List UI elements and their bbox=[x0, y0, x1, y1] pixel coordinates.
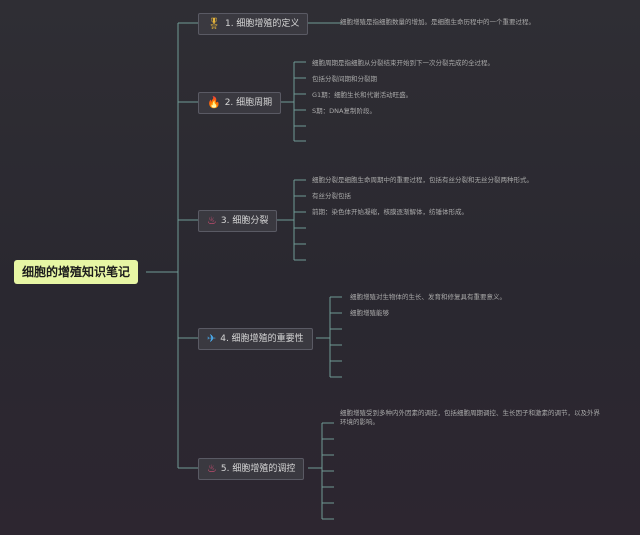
swirl-icon: ♨ bbox=[207, 462, 217, 475]
leaf-text[interactable]: G1期：细胞生长和代谢活动旺盛。 bbox=[312, 91, 413, 99]
leaf-text[interactable]: 细胞周期是指细胞从分裂结束开始到下一次分裂完成的全过程。 bbox=[312, 59, 494, 67]
branch-label: 5. 细胞增殖的调控 bbox=[220, 464, 296, 474]
medal-icon: 🎖 bbox=[207, 17, 221, 30]
leaf-text[interactable]: 细胞增殖对生物体的生长、发育和修复具有重要意义。 bbox=[350, 293, 506, 301]
branch-definition[interactable]: 🎖 1. 细胞增殖的定义 bbox=[198, 13, 309, 35]
branch-label: 3. 细胞分裂 bbox=[220, 216, 269, 226]
branch-label: 2. 细胞周期 bbox=[224, 98, 273, 108]
paper-plane-icon: ✈ bbox=[207, 332, 217, 345]
leaf-text[interactable]: 前期：染色体开始凝缩，核膜逐渐解体，纺锤体形成。 bbox=[312, 208, 468, 216]
branch-importance[interactable]: ✈ 4. 细胞增殖的重要性 bbox=[198, 328, 313, 350]
leaf-text[interactable]: 细胞增殖受到多种内外因素的调控，包括细胞周期调控、生长因子和激素的调节，以及外界… bbox=[340, 409, 600, 426]
branch-cell-cycle[interactable]: 🔥 2. 细胞周期 bbox=[198, 92, 282, 114]
branch-label: 1. 细胞增殖的定义 bbox=[224, 19, 300, 29]
leaf-text[interactable]: S期：DNA复制阶段。 bbox=[312, 107, 376, 115]
swirl-icon: ♨ bbox=[207, 214, 217, 227]
branch-label: 4. 细胞增殖的重要性 bbox=[220, 334, 304, 344]
leaf-text[interactable]: 细胞增殖能够 bbox=[350, 309, 389, 317]
leaf-text[interactable]: 包括分裂间期和分裂期 bbox=[312, 75, 377, 83]
branch-regulation[interactable]: ♨ 5. 细胞增殖的调控 bbox=[198, 458, 305, 480]
flame-icon: 🔥 bbox=[207, 96, 221, 109]
leaf-text[interactable]: 有丝分裂包括 bbox=[312, 192, 351, 200]
root-node[interactable]: 细胞的增殖知识笔记 bbox=[14, 260, 139, 284]
leaf-text[interactable]: 细胞分裂是细胞生命周期中的重要过程，包括有丝分裂和无丝分裂两种形式。 bbox=[312, 176, 533, 184]
leaf-text[interactable]: 细胞增殖是指细胞数量的增加。是细胞生命历程中的一个重要过程。 bbox=[340, 18, 535, 26]
branch-cell-division[interactable]: ♨ 3. 细胞分裂 bbox=[198, 210, 278, 232]
